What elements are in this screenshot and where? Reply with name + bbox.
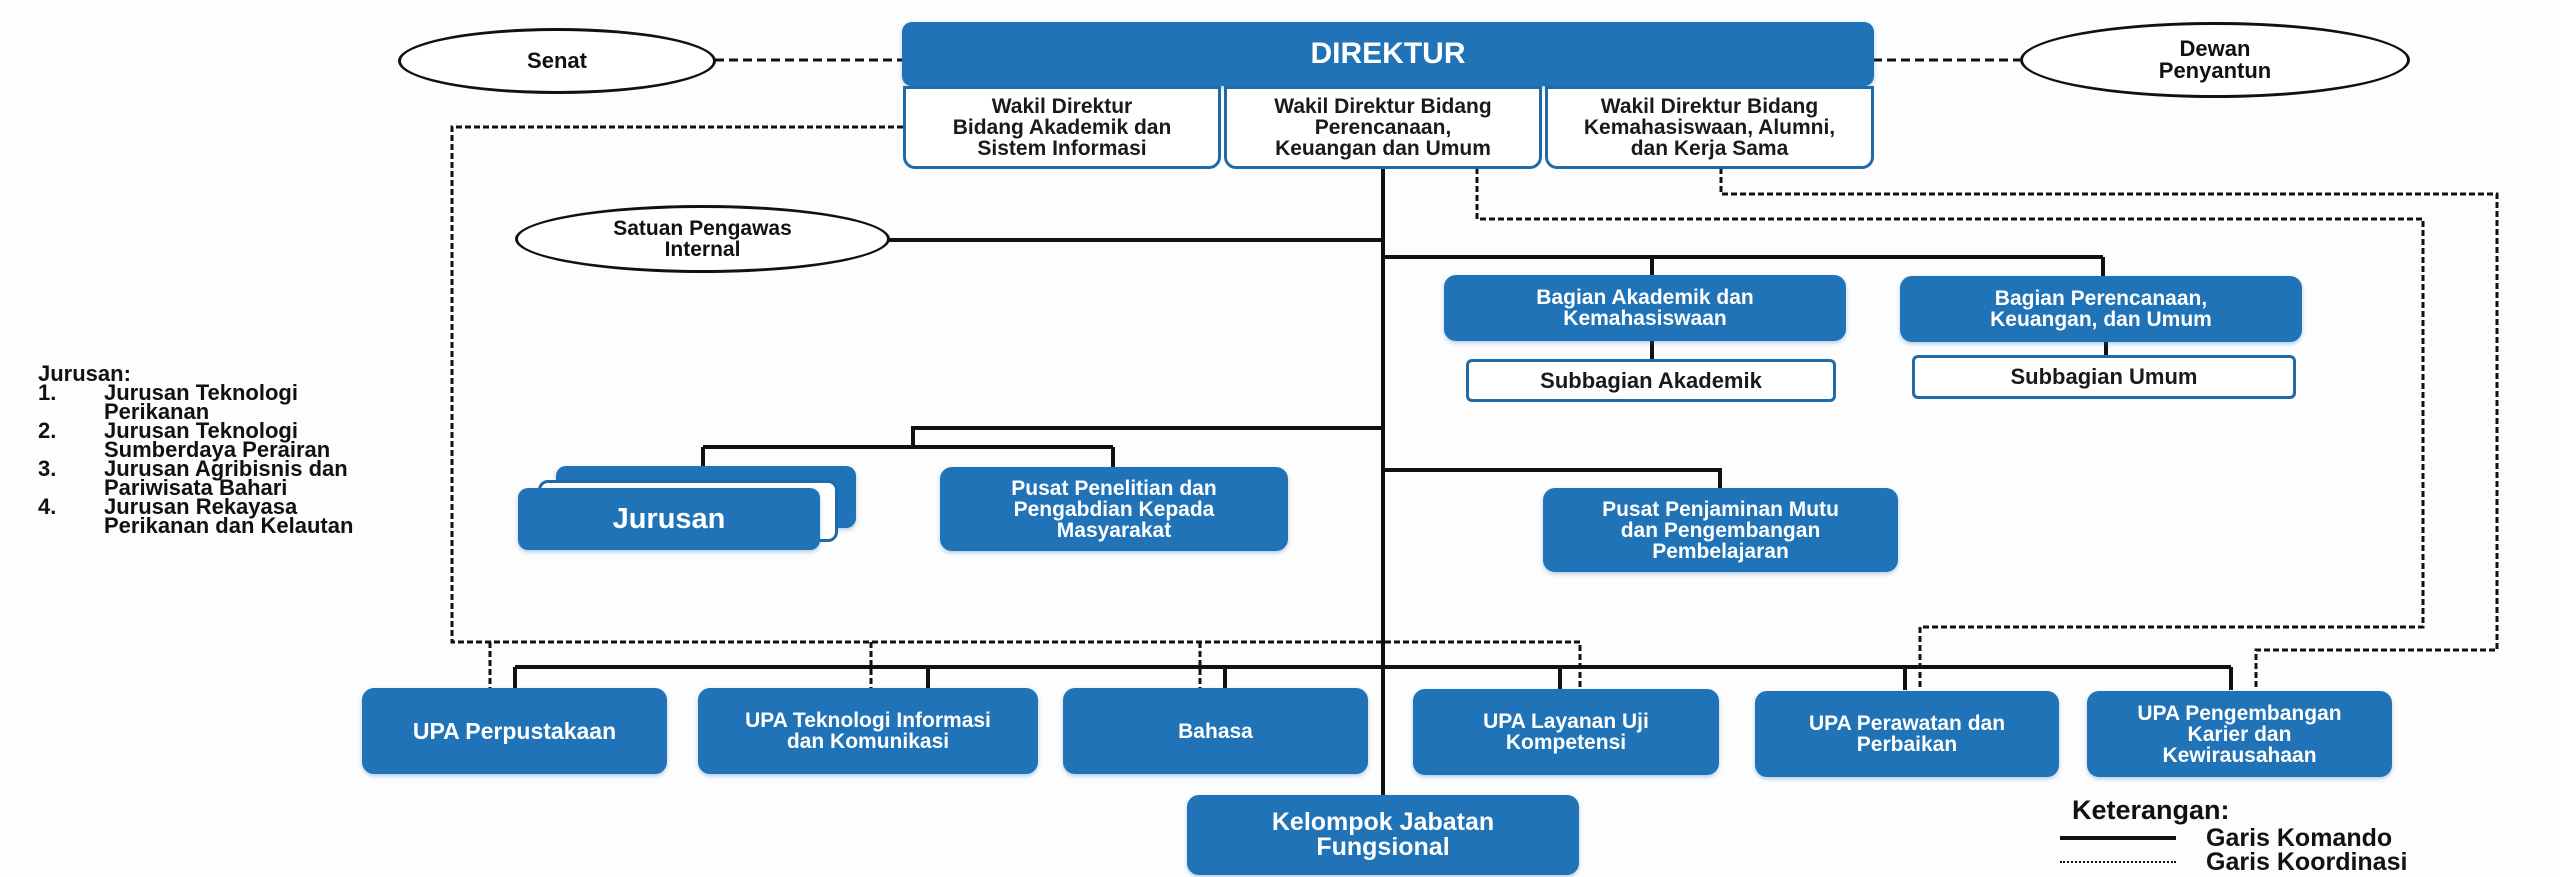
wakil-direktur-1-box[interactable]: Wakil Direktur Bidang Akademik dan Siste… <box>903 86 1221 169</box>
wakil-direktur-3-label: Wakil Direktur Bidang Kemahasiswaan, Alu… <box>1583 95 1836 160</box>
bagian-perencanaan-label: Bagian Perencanaan, Keuangan, dan Umum <box>1990 287 2212 331</box>
command-line-jurusan-group <box>701 426 1383 470</box>
p4mp-label: Pusat Penjaminan Mutu dan Pengembangan P… <box>1602 497 1839 563</box>
upa-label: Bahasa <box>1178 719 1253 743</box>
dewan-penyantun-oval[interactable]: Dewan Penyantun <box>2020 22 2410 98</box>
kelompok-jabatan-fungsional-box[interactable]: Kelompok Jabatan Fungsional <box>1187 795 1579 875</box>
p3m-box[interactable]: Pusat Penelitian dan Pengabdian Kepada M… <box>940 467 1288 551</box>
jurusan-box[interactable]: Jurusan <box>518 488 820 550</box>
upa-bahasa-box[interactable]: Bahasa <box>1063 688 1368 774</box>
jurusan-list-item: 2. Jurusan Teknologi Sumberdaya Perairan <box>38 418 353 462</box>
bagian-perencanaan-box[interactable]: Bagian Perencanaan, Keuangan, dan Umum <box>1900 276 2302 342</box>
wakil-direktur-3-box[interactable]: Wakil Direktur Bidang Kemahasiswaan, Alu… <box>1545 86 1874 169</box>
upa-label: UPA Pengembangan Karier dan Kewirausahaa… <box>2137 701 2342 767</box>
list-label: Jurusan Teknologi Sumberdaya Perairan <box>104 418 331 462</box>
bagian-akademik-label: Bagian Akademik dan Kemahasiswaan <box>1536 286 1754 330</box>
senat-oval[interactable]: Senat <box>398 28 716 94</box>
p4mp-box[interactable]: Pusat Penjaminan Mutu dan Pengembangan P… <box>1543 488 1898 572</box>
coordination-line-wadir3 <box>1719 168 2499 690</box>
jurusan-list-item: 3. Jurusan Agribisnis dan Pariwisata Bah… <box>38 456 353 500</box>
wakil-direktur-2-label: Wakil Direktur Bidang Perencanaan, Keuan… <box>1274 95 1492 160</box>
legend-title: Keterangan: <box>2072 795 2230 825</box>
subbagian-umum-box[interactable]: Subbagian Umum <box>1912 355 2296 399</box>
jurusan-list-item: 4. Jurusan Rekayasa Perikanan dan Kelaut… <box>38 494 354 538</box>
legend: Keterangan: Garis Komando Garis Koordina… <box>2060 795 2408 876</box>
solid-line-icon <box>2060 836 2176 840</box>
upa-label: UPA Teknologi Informasi dan Komunikasi <box>745 709 991 753</box>
upa-lsp-box[interactable]: UPA Layanan Uji Kompetensi <box>1413 689 1719 775</box>
upa-label: UPA Perpustakaan <box>412 717 617 744</box>
list-label: Jurusan Teknologi Perikanan <box>104 380 298 424</box>
upa-karier-box[interactable]: UPA Pengembangan Karier dan Kewirausahaa… <box>2087 691 2392 777</box>
list-number: 4. <box>38 494 57 519</box>
command-line-bagian <box>1383 255 2105 278</box>
coordination-line-wadir1 <box>450 125 1582 690</box>
spi-label: Satuan Pengawas Internal <box>613 217 792 261</box>
list-number: 3. <box>38 456 57 481</box>
jurusan-label: Jurusan <box>612 502 726 535</box>
list-number: 1. <box>38 380 57 405</box>
legend-item-komando: Garis Komando <box>2060 823 2407 852</box>
wakil-direktur-1-label: Wakil Direktur Bidang Akademik dan Siste… <box>952 95 1172 160</box>
upa-perpustakaan-box[interactable]: UPA Perpustakaan <box>362 688 667 774</box>
dewan-penyantun-label: Dewan Penyantun <box>2158 36 2272 83</box>
list-label: Jurusan Agribisnis dan Pariwisata Bahari <box>104 456 348 500</box>
upa-perawatan-box[interactable]: UPA Perawatan dan Perbaikan <box>1755 691 2059 777</box>
jurusan-list-title: Jurusan: <box>38 361 131 386</box>
jurusan-list: Jurusan: 1. Jurusan Teknologi Perikanan … <box>38 361 354 538</box>
direktur-box[interactable]: DIREKTUR <box>902 22 1874 86</box>
spi-oval[interactable]: Satuan Pengawas Internal <box>515 205 890 273</box>
dotted-line-icon <box>2060 861 2176 863</box>
command-line-upa <box>513 665 2233 690</box>
upa-label: UPA Layanan Uji Kompetensi <box>1483 710 1649 754</box>
list-label: Jurusan Rekayasa Perikanan dan Kelautan <box>104 494 354 538</box>
upa-tik-box[interactable]: UPA Teknologi Informasi dan Komunikasi <box>698 688 1038 774</box>
kelompok-jabatan-label: Kelompok Jabatan Fungsional <box>1271 808 1495 861</box>
coordination-line-wadir2 <box>1475 168 2425 690</box>
p3m-label: Pusat Penelitian dan Pengabdian Kepada M… <box>1011 476 1217 542</box>
subbagian-umum-label: Subbagian Umum <box>2010 364 2198 389</box>
legend-item-koordinasi: Garis Koordinasi <box>2060 847 2408 876</box>
list-number: 2. <box>38 418 57 443</box>
direktur-label: DIREKTUR <box>1310 37 1466 70</box>
jurusan-list-item: 1. Jurusan Teknologi Perikanan <box>38 380 353 424</box>
legend-label: Garis Koordinasi <box>2206 847 2408 876</box>
subbagian-akademik-box[interactable]: Subbagian Akademik <box>1466 359 1836 402</box>
subbagian-akademik-label: Subbagian Akademik <box>1540 367 1762 393</box>
wakil-direktur-2-box[interactable]: Wakil Direktur Bidang Perencanaan, Keuan… <box>1224 86 1542 169</box>
command-line-p4mp <box>1383 468 1722 490</box>
legend-label: Garis Komando <box>2206 823 2393 852</box>
bagian-akademik-box[interactable]: Bagian Akademik dan Kemahasiswaan <box>1444 275 1846 341</box>
upa-label: UPA Perawatan dan Perbaikan <box>1808 712 2006 756</box>
senat-label: Senat <box>527 48 587 73</box>
